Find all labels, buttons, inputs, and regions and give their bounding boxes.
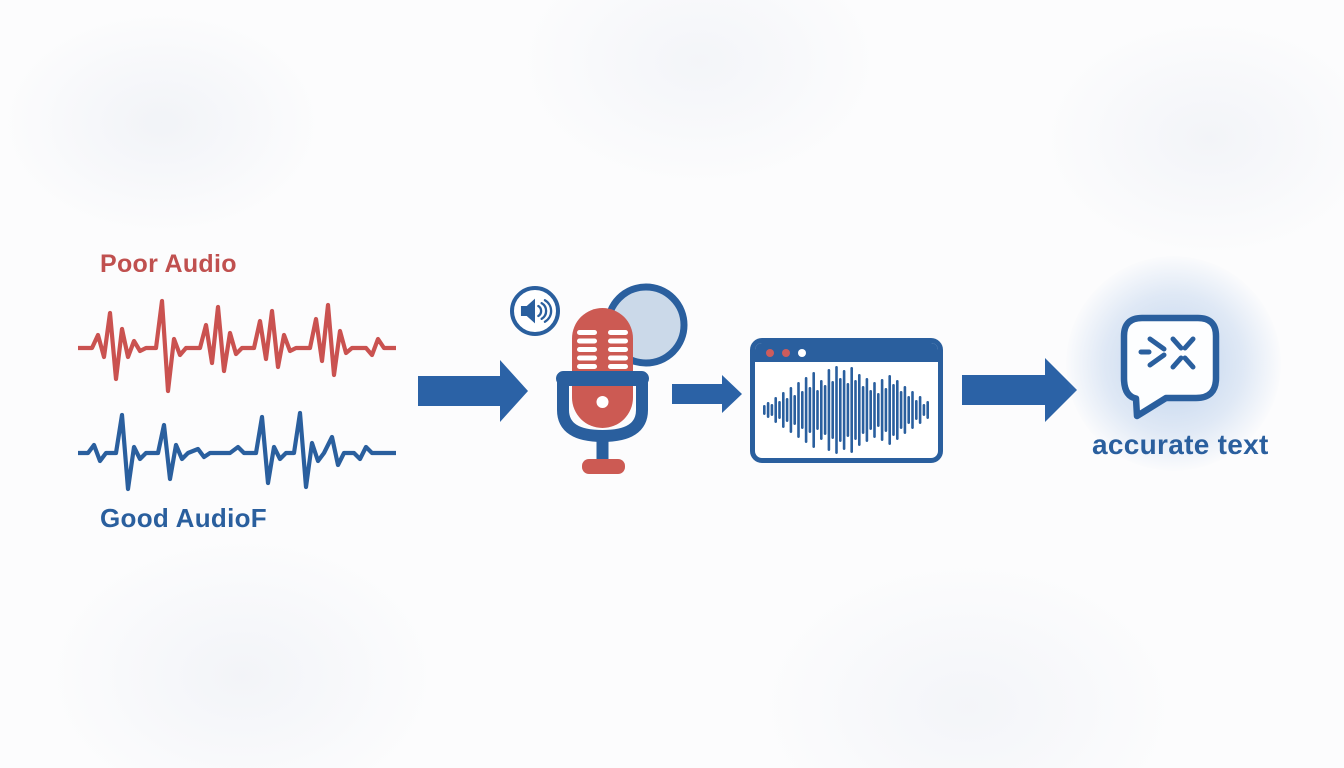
mic-grille <box>577 330 628 369</box>
window-content <box>755 362 938 458</box>
good-audio-label: Good AudioF <box>100 503 267 533</box>
poor-audio-label: Poor Audio <box>100 250 237 278</box>
good-waveform-line <box>78 410 396 492</box>
poor-audio-waveform <box>78 298 396 394</box>
accurate-text-label: accurate text <box>1092 429 1269 460</box>
window-dot <box>782 348 790 357</box>
speaker-glyph <box>520 298 553 324</box>
speech-bubble-icon <box>1120 314 1220 420</box>
mic-body <box>572 308 633 428</box>
mic-stem <box>596 440 609 462</box>
right-arrow-icon <box>418 360 528 422</box>
microphone-icon <box>556 283 688 474</box>
speech-bubble-outline <box>1120 314 1220 420</box>
window-titlebar <box>755 343 938 362</box>
good-audio-waveform <box>78 410 396 492</box>
window-waveform <box>762 366 929 454</box>
right-arrow-icon <box>672 375 742 413</box>
poor-waveform-line <box>78 298 396 394</box>
speaker-volume-icon <box>510 286 560 336</box>
mic-dot <box>596 396 609 408</box>
audio-app-window <box>750 338 943 463</box>
window-dot <box>766 348 774 357</box>
right-arrow-icon <box>962 358 1077 422</box>
mic-band <box>556 371 649 386</box>
window-dot <box>798 348 806 357</box>
mic-base <box>582 459 625 474</box>
mic-cradle <box>557 374 648 443</box>
